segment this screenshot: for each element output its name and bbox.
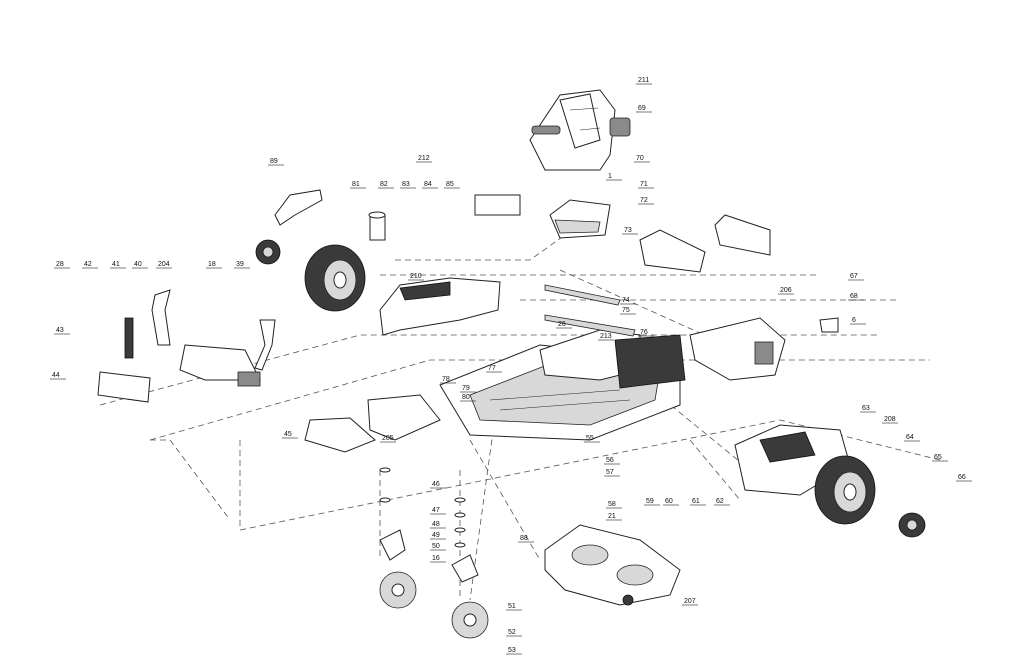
callout-56: 56 (606, 457, 614, 464)
callout-52: 52 (508, 629, 516, 636)
callout-39: 39 (236, 261, 244, 268)
callout-21: 21 (608, 513, 616, 520)
callout-62: 62 (716, 498, 724, 505)
footrest-panel (367, 394, 441, 441)
callout-213: 213 (600, 333, 612, 340)
callout-53: 53 (508, 647, 516, 654)
callout-71: 71 (640, 181, 648, 188)
callout-48: 48 (432, 521, 440, 528)
callout-83: 83 (402, 181, 410, 188)
callout-64: 64 (906, 434, 914, 441)
callout-40: 40 (134, 261, 142, 268)
callout-211: 211 (638, 77, 649, 84)
callout-85: 85 (446, 181, 454, 188)
callout-61: 61 (692, 498, 700, 505)
seat-frame-parts (368, 194, 771, 273)
callout-206: 206 (780, 287, 792, 294)
callout-66: 66 (958, 474, 966, 481)
callout-212: 212 (418, 155, 430, 162)
front-caster-wheels (379, 529, 489, 639)
callout-55: 55 (586, 435, 594, 442)
callout-84: 84 (424, 181, 432, 188)
callout-labels: 211 69 212 81 82 83 84 85 89 1 70 71 72 73 28 42 41 40 204… (50, 77, 972, 655)
callout-43: 43 (56, 327, 64, 334)
callout-49: 49 (432, 532, 440, 539)
callout-82: 82 (380, 181, 388, 188)
callout-41: 41 (112, 261, 120, 268)
mower-deck (544, 524, 681, 606)
callout-77: 77 (488, 365, 496, 372)
callout-88: 88 (520, 535, 528, 542)
callout-81: 81 (352, 181, 360, 188)
frame-rails (544, 284, 636, 337)
callout-45: 45 (284, 431, 292, 438)
callout-78: 78 (442, 376, 450, 383)
callout-57: 57 (606, 469, 614, 476)
callout-47: 47 (432, 507, 440, 514)
callout-1: 1 (608, 173, 612, 180)
callout-69: 69 (638, 105, 646, 112)
callout-68: 68 (850, 293, 858, 300)
left-controls-group (97, 289, 276, 403)
footrest-45 (304, 417, 376, 453)
callout-6: 6 (852, 317, 856, 324)
callout-50: 50 (432, 543, 440, 550)
callout-63: 63 (862, 405, 870, 412)
fender-part (274, 189, 323, 226)
callout-46: 46 (432, 481, 440, 488)
small-bracket-68 (819, 317, 839, 333)
fastener-stack (379, 467, 466, 548)
seat-assembly (529, 89, 631, 171)
callout-60: 60 (665, 498, 673, 505)
callout-75: 75 (622, 307, 630, 314)
callout-89: 89 (270, 158, 278, 165)
main-chassis (439, 329, 686, 441)
callout-65: 65 (934, 454, 942, 461)
callout-72: 72 (640, 197, 648, 204)
right-wheel (814, 455, 926, 538)
callout-59: 59 (646, 498, 654, 505)
callout-74: 74 (622, 297, 630, 304)
callout-80: 80 (462, 394, 470, 401)
callout-205: 205 (382, 435, 394, 442)
callout-204: 204 (158, 261, 170, 268)
callout-58: 58 (608, 501, 616, 508)
left-rear-wheel (255, 239, 366, 312)
rear-body-panel (689, 317, 786, 381)
callout-207: 207 (684, 598, 696, 605)
callout-16: 16 (432, 555, 440, 562)
callout-28: 28 (56, 261, 64, 268)
callout-42: 42 (84, 261, 92, 268)
callout-76: 76 (640, 329, 648, 336)
callout-210: 210 (410, 273, 422, 280)
callout-79: 79 (462, 385, 470, 392)
callout-208: 208 (884, 416, 896, 423)
callout-51: 51 (508, 603, 516, 610)
callout-73: 73 (624, 227, 632, 234)
callout-67: 67 (850, 273, 858, 280)
callout-18: 18 (208, 261, 216, 268)
callout-44: 44 (52, 372, 60, 379)
callout-26: 26 (558, 321, 566, 328)
callout-70: 70 (636, 155, 644, 162)
